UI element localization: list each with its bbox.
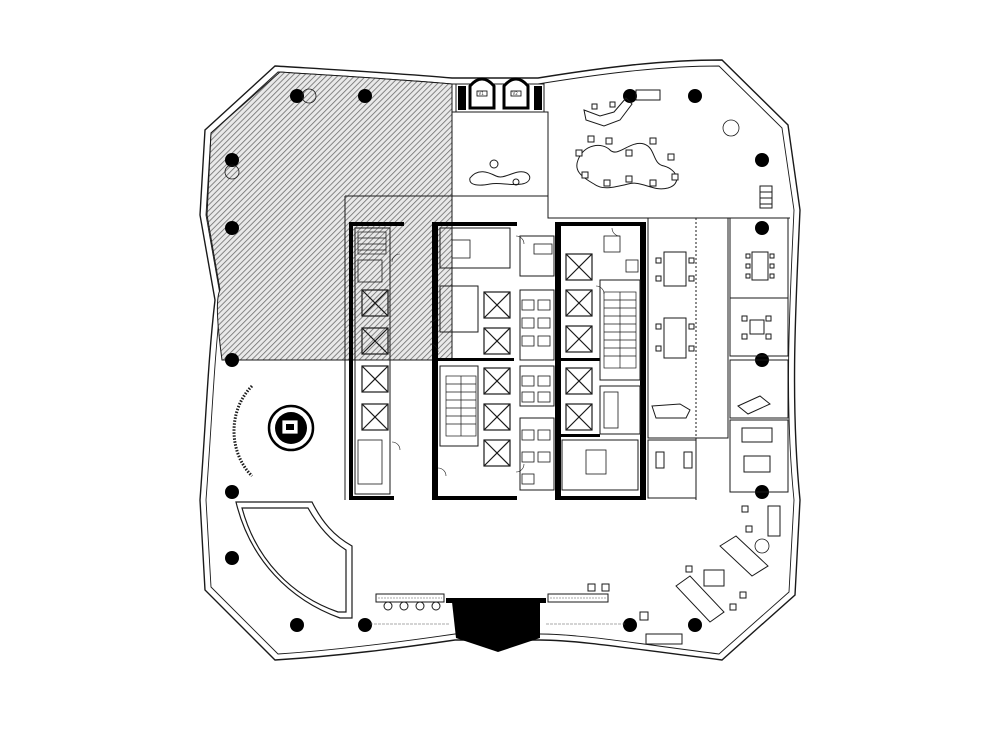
hatched-zone (206, 71, 453, 361)
building-core (349, 222, 646, 500)
top-lift-pair: V1 V2 (455, 77, 545, 113)
lounge-area-bottom-right (639, 505, 781, 645)
main-entrance (370, 583, 626, 652)
curved-room-bottom-left (235, 501, 353, 619)
lift-tag-v2: V2 (513, 91, 519, 96)
building-envelope (199, 59, 801, 661)
lounge-area-top-right (575, 89, 773, 209)
lobby-furniture (469, 159, 531, 186)
office-zone-right (647, 217, 789, 500)
column-outlines (224, 88, 770, 554)
lift-tag-v1: V1 (479, 91, 485, 96)
structural-columns (225, 89, 769, 632)
reception-area-left (232, 384, 315, 478)
